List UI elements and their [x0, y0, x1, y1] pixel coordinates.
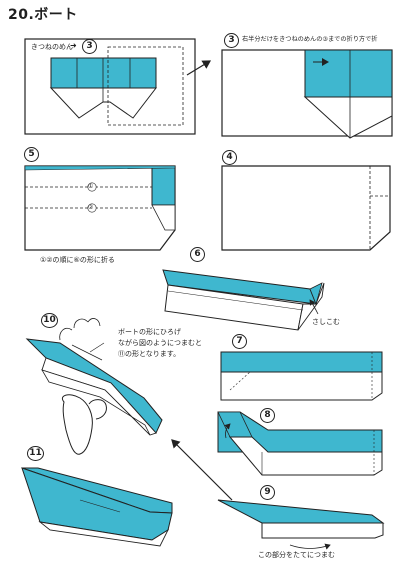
step-5-line1-label: ① — [88, 183, 94, 190]
step-9-number: 9 — [260, 485, 275, 500]
step-3b-text: 右半分だけをきつねのめんの③までの折り方で折 — [242, 36, 378, 43]
step-3a-label: きつねのめん — [31, 43, 73, 51]
step-7-figure — [220, 351, 383, 401]
step-3b-figure — [221, 49, 393, 139]
step-8-number: 8 — [260, 408, 275, 423]
step-11-figure — [21, 467, 173, 547]
step-6-figure — [162, 269, 325, 331]
step-7-number: 7 — [232, 334, 247, 349]
step-11-number: 11 — [27, 446, 44, 461]
step-3a-figure — [24, 38, 212, 135]
step-6-number: 6 — [190, 247, 205, 262]
step-10-figure — [25, 318, 163, 455]
step-10-number: 10 — [41, 313, 58, 328]
step-10-text-1: ボートの形にひろげ — [118, 328, 181, 336]
step-5-line2-label: ② — [88, 204, 94, 211]
step-6-label: さしこむ — [312, 318, 340, 326]
page-title: 20.ボート — [8, 7, 78, 23]
step-9-figure — [217, 499, 385, 550]
step-4-number: 4 — [222, 150, 237, 165]
step-9-caption: この部分をたてにつまむ — [258, 551, 335, 559]
step-3b-number: 3 — [224, 33, 239, 48]
step-4-figure — [221, 165, 391, 251]
step-10-text-2: ながら図のようにつまむと — [118, 339, 202, 347]
step-5-number: 5 — [24, 147, 39, 162]
step-3a-number: 3 — [82, 39, 97, 54]
step-3a-arrow-icon: ➜ — [70, 41, 77, 50]
step-8-figure — [217, 411, 383, 476]
step-5-figure — [24, 165, 176, 251]
step-5-caption: ①②の順に⑥の形に折る — [40, 256, 115, 264]
step-10-text-3: ⑪の形となります。 — [118, 350, 181, 358]
